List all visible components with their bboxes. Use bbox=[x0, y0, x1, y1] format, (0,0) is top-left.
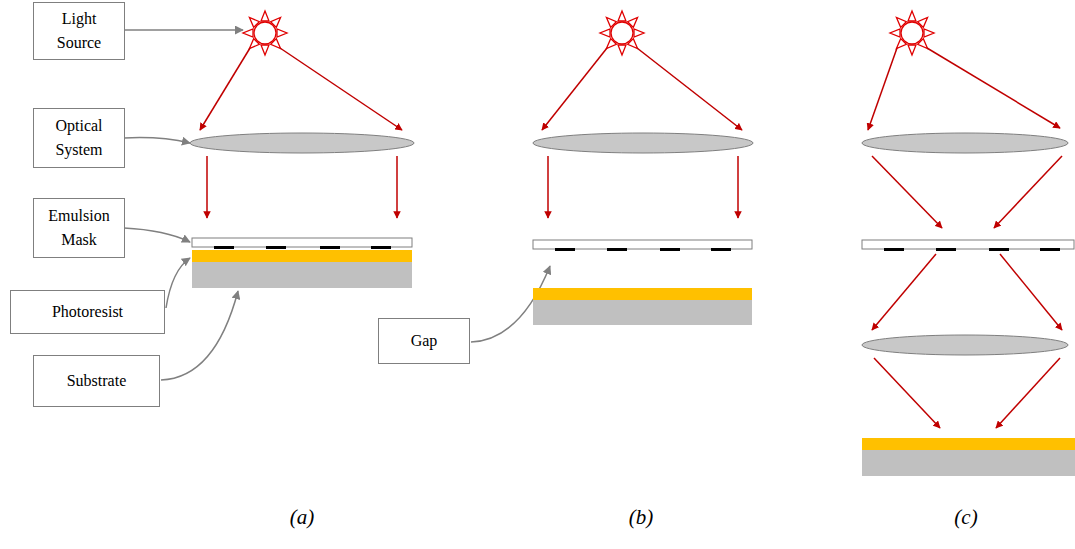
substrate-layer bbox=[192, 262, 412, 288]
box-label: Light Source bbox=[40, 7, 118, 55]
mask-pattern bbox=[214, 246, 391, 249]
label-box: Photoresist bbox=[10, 290, 165, 334]
label-box: Emulsion Mask bbox=[33, 198, 125, 258]
box-label: Emulsion Mask bbox=[40, 204, 118, 252]
lens bbox=[190, 133, 414, 153]
mask-plate bbox=[862, 240, 1074, 249]
label-box: Gap bbox=[378, 318, 470, 364]
mask-pattern bbox=[555, 248, 731, 251]
lens bbox=[533, 133, 753, 153]
mask-plate bbox=[533, 240, 752, 249]
mask-plate bbox=[192, 238, 412, 247]
panel-caption: (c) bbox=[954, 505, 977, 530]
label-box: Optical System bbox=[33, 108, 125, 168]
lens bbox=[862, 335, 1068, 355]
box-label: Substrate bbox=[67, 369, 127, 393]
lens bbox=[862, 133, 1068, 153]
photoresist-layer bbox=[192, 250, 412, 262]
mask-pattern bbox=[884, 248, 1060, 251]
contact-panel bbox=[190, 11, 414, 288]
substrate-layer bbox=[533, 300, 752, 325]
photoresist-layer bbox=[862, 438, 1075, 450]
proximity-panel bbox=[533, 11, 753, 325]
substrate-layer bbox=[862, 450, 1075, 476]
label-box: Substrate bbox=[33, 355, 160, 407]
projection-panel bbox=[862, 11, 1075, 476]
leader-lines bbox=[124, 30, 550, 380]
box-label: Photoresist bbox=[52, 300, 123, 324]
panel-caption: (a) bbox=[290, 505, 315, 530]
light-rays bbox=[868, 48, 1062, 428]
panel-caption: (b) bbox=[629, 505, 654, 530]
label-box: Light Source bbox=[33, 2, 125, 60]
box-label: Gap bbox=[411, 329, 438, 353]
box-label: Optical System bbox=[40, 114, 118, 162]
photoresist-layer bbox=[533, 288, 752, 300]
